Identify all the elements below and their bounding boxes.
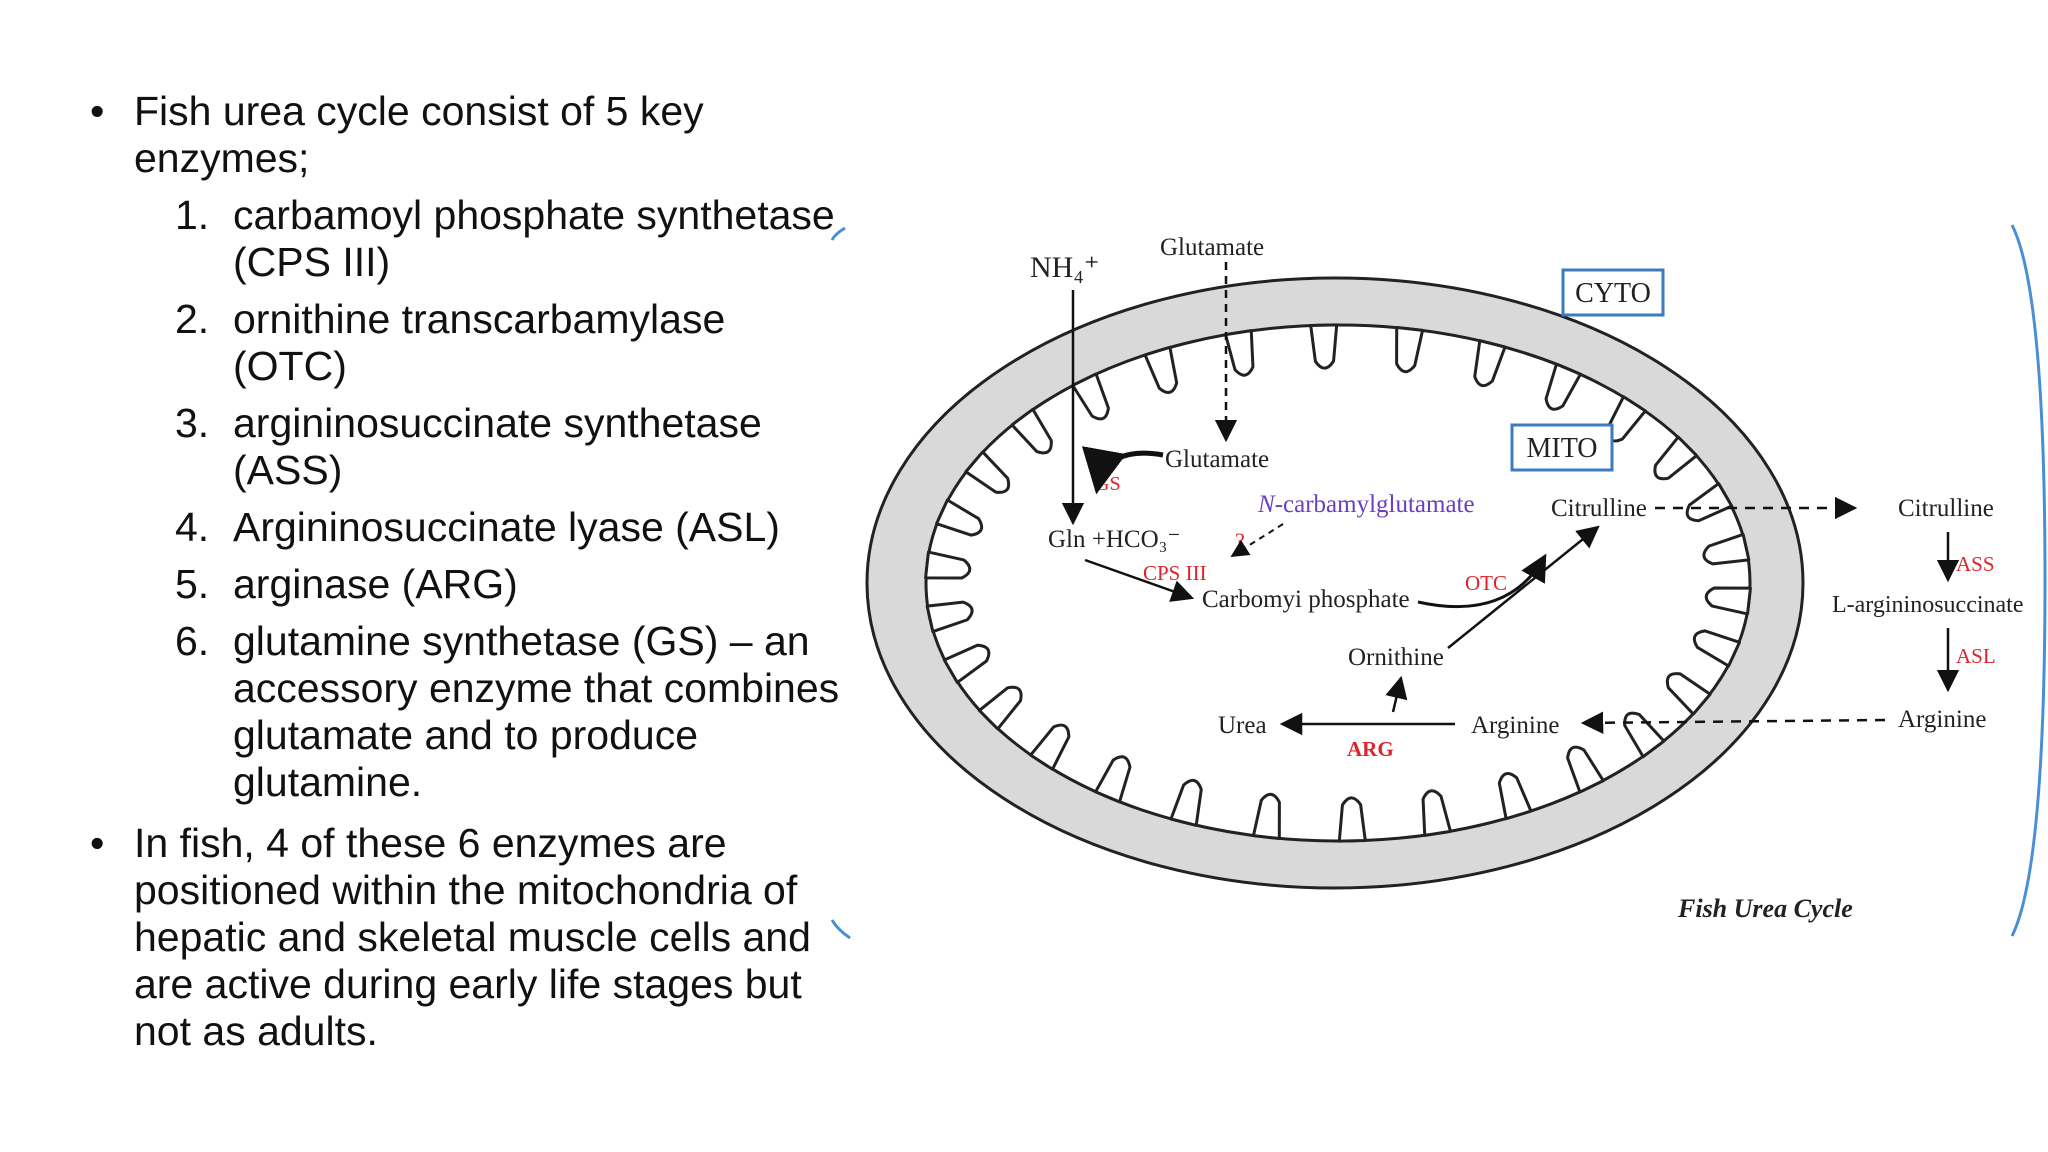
enzyme-number: 1. bbox=[175, 192, 210, 238]
otc-label: OTC bbox=[1465, 571, 1507, 595]
n-rest: -carbamylglutamate bbox=[1275, 491, 1475, 518]
enzyme-text: argininosuccinate synthetase (ASS) bbox=[233, 400, 762, 493]
asl-label: ASL bbox=[1956, 644, 1996, 668]
enzyme-item: 1. carbamoyl phosphate synthetase (CPS II… bbox=[90, 192, 850, 286]
crista-fold bbox=[1143, 345, 1179, 394]
crista-fold bbox=[1653, 435, 1699, 481]
crista-fold bbox=[1169, 778, 1203, 827]
crista-fold bbox=[1685, 482, 1734, 523]
crista-fold bbox=[1692, 629, 1741, 668]
crista-fold bbox=[1665, 672, 1712, 716]
crista-fold bbox=[1251, 792, 1281, 840]
crista-fold bbox=[925, 600, 974, 634]
enzyme-number: 6. bbox=[175, 618, 210, 664]
crista-fold bbox=[964, 450, 1011, 494]
crista-fold bbox=[1010, 407, 1053, 455]
arginine-to-ornithine-arrow bbox=[1385, 675, 1408, 713]
cps-iii-label: CPS III bbox=[1143, 561, 1207, 585]
crista-fold bbox=[1566, 745, 1605, 794]
enzyme-item: 3. argininosuccinate synthetase (ASS) bbox=[90, 400, 850, 494]
n-italic: N bbox=[1257, 491, 1276, 518]
carbamoyl-phosphate-label: Carbomyi phosphate bbox=[1202, 586, 1410, 613]
image-frame-left bbox=[830, 226, 851, 940]
diagram-caption: Fish Urea Cycle bbox=[1677, 894, 1853, 923]
enzyme-item: 4. Argininosuccinate lyase (ASL) bbox=[90, 504, 850, 551]
crista-fold bbox=[1702, 532, 1751, 566]
crista-fold bbox=[1224, 329, 1255, 377]
enzyme-text: arginase (ARG) bbox=[233, 561, 518, 607]
enzyme-item: 6. glutamine synthetase (GS) – an accesso… bbox=[90, 618, 850, 806]
image-frame-right bbox=[2010, 224, 2047, 937]
bullet-dot: • bbox=[90, 88, 105, 134]
crista-fold bbox=[1544, 362, 1582, 411]
crista-fold bbox=[1309, 323, 1339, 370]
text-column: • Fish urea cycle consist of 5 key enzym… bbox=[90, 88, 850, 1055]
gs-curved-arrow bbox=[1081, 446, 1164, 495]
n-carbamylglutamate-label: N-carbamylglutamate bbox=[1257, 491, 1475, 518]
crista-fold bbox=[942, 643, 991, 684]
ass-label: ASS bbox=[1956, 552, 1995, 576]
bullet-text: In fish, 4 of these 6 enzymes are positi… bbox=[134, 820, 811, 1054]
enzyme-text: glutamine synthetase (GS) – an accessory… bbox=[233, 618, 840, 805]
crista-fold bbox=[924, 550, 972, 580]
crista-fold bbox=[977, 685, 1023, 731]
enzyme-text: ornithine transcarbamylase (OTC) bbox=[233, 296, 726, 389]
arg-label: ARG bbox=[1347, 737, 1394, 761]
enzyme-number: 2. bbox=[175, 296, 210, 342]
arginine-mito-label: Arginine bbox=[1471, 712, 1559, 739]
nh4-label: NH₄⁺ bbox=[1030, 251, 1100, 284]
crista-fold bbox=[1071, 372, 1110, 421]
otc-curved-arrow bbox=[1417, 553, 1547, 609]
urea-label: Urea bbox=[1218, 712, 1267, 739]
crista-fold bbox=[935, 498, 984, 537]
crista-fold bbox=[1473, 339, 1507, 388]
citrulline-mito-label: Citrulline bbox=[1551, 495, 1647, 522]
crista-fold bbox=[1094, 755, 1132, 804]
cyto-label: CYTO bbox=[1575, 278, 1651, 309]
enzyme-text: carbamoyl phosphate synthetase (CPS III) bbox=[233, 192, 835, 285]
crista-fold bbox=[1029, 723, 1071, 771]
enzyme-item: 5. arginase (ARG) bbox=[90, 561, 850, 608]
ornithine-to-citrulline-arrow bbox=[1447, 525, 1600, 649]
citrulline-cyto-label: Citrulline bbox=[1898, 495, 1994, 522]
gln-label: Gln +HCO₃⁻ bbox=[1048, 526, 1181, 553]
l-argininosuccinate-label: L-argininosuccinate bbox=[1832, 592, 2023, 618]
enzyme-number: 4. bbox=[175, 504, 210, 550]
enzyme-number: 3. bbox=[175, 400, 210, 446]
bullet-dot: • bbox=[90, 820, 105, 866]
crista-fold bbox=[1337, 796, 1367, 843]
cyto-box bbox=[1561, 268, 1665, 317]
gln-to-carbamoyl-arrow bbox=[1084, 558, 1195, 602]
ornithine-label: Ornithine bbox=[1348, 644, 1444, 671]
enzyme-text: Argininosuccinate lyase (ASL) bbox=[233, 504, 780, 550]
mito-label: MITO bbox=[1526, 433, 1597, 464]
glutamate-top-label: Glutamate bbox=[1160, 234, 1264, 261]
arginine-import-arrow bbox=[1580, 711, 1886, 735]
crista-fold bbox=[1623, 711, 1666, 759]
bullet-mitochondria: • In fish, 4 of these 6 enzymes are posi… bbox=[90, 820, 850, 1055]
mito-box bbox=[1510, 423, 1614, 472]
crista-fold bbox=[1497, 772, 1533, 821]
enzyme-list: 1. carbamoyl phosphate synthetase (CPS II… bbox=[90, 192, 850, 806]
crista-fold bbox=[1395, 326, 1425, 374]
crista-fold bbox=[1421, 789, 1452, 837]
cristae bbox=[924, 323, 1752, 843]
crista-fold bbox=[1704, 586, 1752, 616]
enzyme-number: 5. bbox=[175, 561, 210, 607]
arginine-cyto-label: Arginine bbox=[1898, 706, 1986, 733]
bullet-urea-cycle-enzymes: • Fish urea cycle consist of 5 key enzym… bbox=[90, 88, 850, 182]
glutamate-inner-label: Glutamate bbox=[1165, 446, 1269, 473]
fish-urea-cycle-diagram: CYTO MITO NH₄⁺ Glutamate Glutamate GS N-… bbox=[830, 224, 2047, 940]
bullet-text: Fish urea cycle consist of 5 key enzymes… bbox=[134, 88, 704, 181]
enzyme-item: 2. ornithine transcarbamylase (OTC) bbox=[90, 296, 850, 390]
